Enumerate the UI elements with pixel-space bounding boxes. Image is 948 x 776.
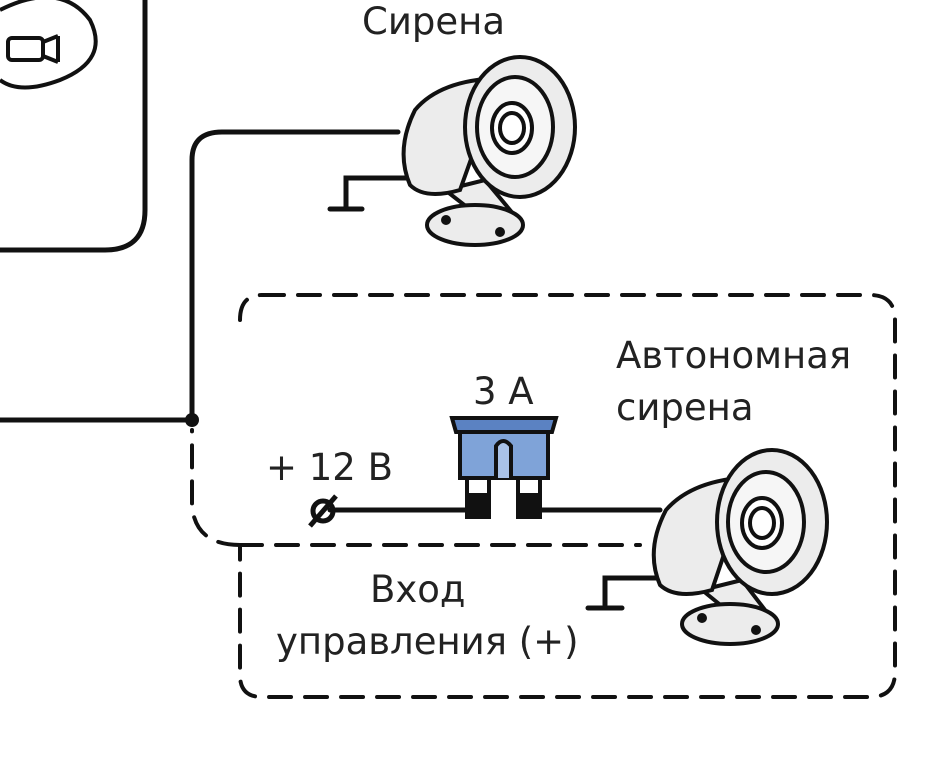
ground-symbol-icon-2 xyxy=(585,575,671,611)
ground-symbol-icon xyxy=(327,175,418,212)
terminal-symbol-icon xyxy=(308,494,338,528)
lamp-box xyxy=(0,0,148,253)
power-plus-label: + 12 В xyxy=(266,446,393,489)
siren-main-label: Сирена xyxy=(362,0,505,43)
autonomous-siren-label-line2: сирена xyxy=(616,386,754,429)
siren-icon-autonomous xyxy=(651,448,829,646)
autonomous-enclosure xyxy=(190,293,897,699)
control-input-label-line2: управления (+) xyxy=(276,620,579,663)
blade-fuse-icon xyxy=(449,416,559,519)
main-wire xyxy=(0,129,401,423)
lamp-bulb-icon xyxy=(0,0,98,90)
junction-dot xyxy=(185,413,199,427)
autonomous-siren-label-line1: Автономная xyxy=(616,334,852,377)
control-input-label-line1: Вход xyxy=(370,568,466,611)
fuse-rating-label: 3 А xyxy=(473,370,534,413)
siren-icon-main xyxy=(401,55,577,247)
